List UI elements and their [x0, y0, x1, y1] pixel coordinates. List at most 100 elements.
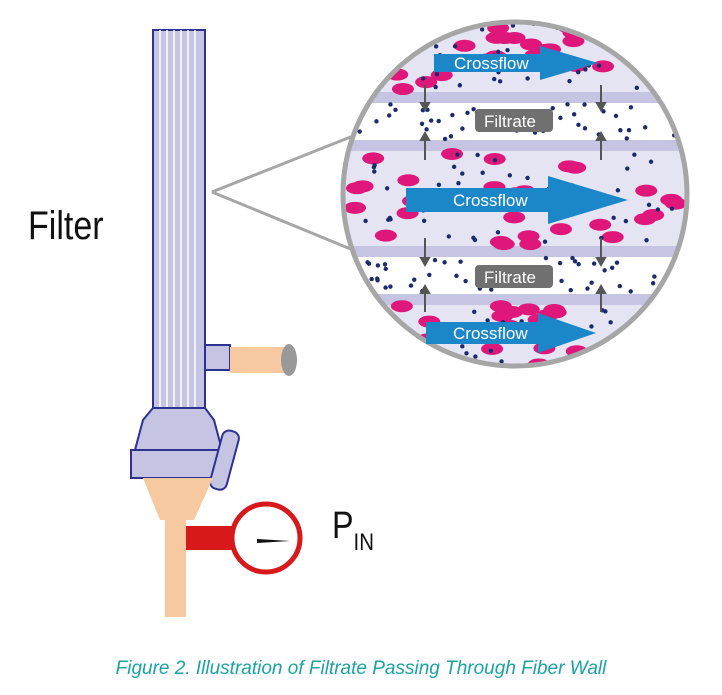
pressure-subscript: IN [353, 529, 374, 556]
filtrate-badge-upper: Filtrate [475, 109, 553, 132]
small-particle [617, 283, 623, 289]
small-particle [659, 318, 664, 323]
fiber-wall-band [343, 140, 687, 151]
small-particle [591, 261, 597, 266]
large-particle [351, 322, 374, 335]
small-particle [475, 152, 480, 158]
small-particle [565, 102, 570, 107]
large-particle [660, 193, 683, 206]
small-particle [400, 354, 406, 360]
small-particle [650, 281, 656, 286]
large-particle [592, 60, 615, 73]
small-particle [567, 78, 572, 84]
fiber-wall-band [343, 92, 687, 103]
small-particle [667, 41, 672, 47]
large-particle [489, 300, 512, 313]
large-particle [343, 315, 361, 328]
small-particle [576, 69, 581, 75]
small-particle [465, 110, 470, 115]
small-particle [589, 280, 594, 285]
small-particle [420, 76, 426, 81]
small-particle [525, 76, 530, 81]
large-particle [397, 174, 420, 187]
small-particle [381, 324, 386, 330]
small-particle [375, 278, 380, 283]
large-particle [345, 182, 368, 195]
small-particle [387, 215, 393, 221]
small-particle [450, 112, 455, 118]
small-particle [618, 128, 623, 133]
small-particle [571, 112, 577, 117]
filtrate-arrowhead [419, 257, 431, 268]
small-particle [383, 285, 388, 290]
small-particle [492, 157, 498, 163]
small-particle [525, 175, 530, 181]
small-particle [550, 105, 555, 111]
filtrate-arrowhead [595, 257, 607, 268]
large-particle [415, 76, 438, 89]
small-particle [377, 330, 382, 335]
small-particle [471, 235, 476, 240]
small-particle [362, 320, 367, 325]
small-particle [646, 202, 652, 208]
small-particle [434, 71, 440, 77]
crossflow-arrow-top: Crossflow [434, 46, 598, 80]
small-particle [382, 262, 388, 267]
small-particle [624, 136, 629, 141]
small-particle [364, 43, 369, 49]
pressure-inlet-label: PIN [332, 505, 374, 557]
small-particle [679, 105, 685, 111]
small-particle [452, 44, 458, 49]
small-particle [424, 127, 429, 132]
small-particle [629, 29, 634, 35]
small-particle [446, 234, 452, 239]
small-particle [375, 263, 381, 268]
small-particle [386, 113, 392, 118]
small-particle [429, 118, 434, 123]
large-particle [564, 161, 587, 174]
filter-label: Filter [28, 204, 104, 248]
small-particle [589, 324, 594, 329]
large-particle [620, 363, 643, 366]
small-particle [609, 265, 615, 270]
small-particle [456, 181, 461, 186]
small-particle [480, 170, 485, 175]
filtrate-arrowhead [419, 102, 431, 113]
small-particle [344, 366, 348, 370]
zoom-line-lower [211, 190, 354, 252]
filtrate-arrowhead [595, 102, 607, 113]
small-particle [485, 318, 490, 323]
large-particle [610, 339, 633, 352]
large-particle [380, 31, 403, 44]
small-particle [433, 44, 439, 49]
small-particle [637, 330, 643, 335]
large-particle [441, 148, 464, 161]
pressure-symbol: P [332, 505, 354, 547]
small-particle [464, 351, 469, 356]
filtrate-arrowhead [419, 130, 431, 141]
small-particle [448, 134, 454, 139]
small-particle [442, 260, 447, 265]
small-particle [643, 125, 648, 130]
large-particle [494, 32, 517, 45]
large-particle [373, 32, 396, 45]
small-particle [398, 22, 404, 25]
crossflow-arrow-icon [426, 313, 596, 353]
small-particle [647, 37, 652, 43]
large-particle [519, 238, 542, 251]
small-particle [473, 354, 478, 359]
small-particle [602, 268, 607, 273]
crossflow-arrow-bottom: Crossflow [426, 313, 596, 353]
large-particle [350, 44, 373, 57]
small-particle [601, 109, 606, 114]
small-particle [347, 102, 353, 108]
small-particle [507, 173, 513, 178]
small-particle [412, 277, 417, 282]
small-particle [495, 230, 501, 235]
small-particle [628, 105, 634, 110]
small-particle [460, 171, 465, 176]
small-particle [625, 166, 630, 171]
large-particle [451, 362, 474, 366]
large-particle [362, 152, 385, 165]
